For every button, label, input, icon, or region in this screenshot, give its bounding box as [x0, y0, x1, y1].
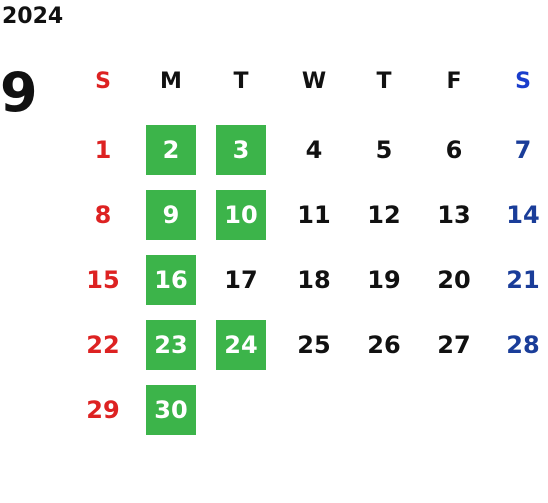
- year-label: 2024: [2, 4, 64, 29]
- day-cell: 6: [445, 136, 463, 164]
- day-cell-highlighted: 10: [216, 190, 266, 240]
- day-cell: 11: [297, 201, 331, 229]
- weekday-header: T: [376, 68, 392, 94]
- day-cell: 19: [367, 266, 401, 294]
- day-cell-highlighted: 30: [146, 385, 196, 435]
- weekday-header: F: [446, 68, 462, 94]
- day-cell: 8: [94, 201, 112, 229]
- day-cell: 21: [506, 266, 540, 294]
- day-cell: 26: [367, 331, 401, 359]
- day-cell: 27: [437, 331, 471, 359]
- day-cell: 14: [506, 201, 540, 229]
- day-cell: 20: [437, 266, 471, 294]
- day-cell-highlighted: 24: [216, 320, 266, 370]
- day-cell: 15: [86, 266, 120, 294]
- day-cell: 1: [94, 136, 112, 164]
- day-cell: 18: [297, 266, 331, 294]
- day-cell: 25: [297, 331, 331, 359]
- day-cell: 17: [224, 266, 258, 294]
- weekday-header: M: [160, 68, 182, 94]
- day-cell-highlighted: 2: [146, 125, 196, 175]
- weekday-header: S: [515, 68, 531, 94]
- day-cell: 22: [86, 331, 120, 359]
- day-cell-highlighted: 9: [146, 190, 196, 240]
- weekday-header: S: [95, 68, 111, 94]
- weekday-header: W: [301, 68, 327, 94]
- day-cell: 4: [305, 136, 323, 164]
- day-cell: 13: [437, 201, 471, 229]
- day-cell-highlighted: 23: [146, 320, 196, 370]
- day-cell: 5: [375, 136, 393, 164]
- day-cell: 28: [506, 331, 540, 359]
- day-cell-highlighted: 16: [146, 255, 196, 305]
- day-cell-highlighted: 3: [216, 125, 266, 175]
- day-cell: 12: [367, 201, 401, 229]
- day-cell: 7: [514, 136, 532, 164]
- day-cell: 29: [86, 396, 120, 424]
- month-number: 9: [0, 61, 38, 124]
- weekday-header: T: [233, 68, 249, 94]
